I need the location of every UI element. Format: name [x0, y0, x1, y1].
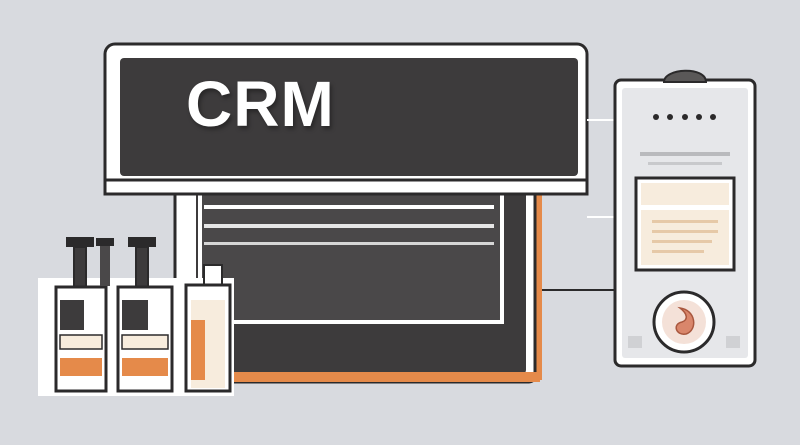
bottle-icon — [184, 264, 232, 393]
crm-board — [103, 42, 589, 384]
header-banner-lip — [103, 178, 589, 196]
bottles-group — [38, 237, 234, 396]
document-icon — [634, 176, 736, 272]
bottle-icon — [96, 238, 114, 286]
banner-title: CRM — [186, 68, 335, 140]
device-indicator-dots — [653, 114, 716, 120]
screen-line-1 — [204, 205, 494, 209]
screen-line-2 — [204, 224, 494, 228]
record-button-icon — [652, 290, 716, 354]
screen-line-3 — [204, 242, 494, 245]
board-inner-screen — [198, 190, 504, 324]
connectors — [542, 119, 615, 291]
device-cap — [662, 69, 708, 83]
bottle-icon — [116, 237, 174, 393]
header-banner-panel — [120, 58, 578, 176]
board-base-bar — [200, 372, 540, 382]
device-icon — [613, 69, 757, 368]
bottle-icon — [54, 237, 108, 393]
